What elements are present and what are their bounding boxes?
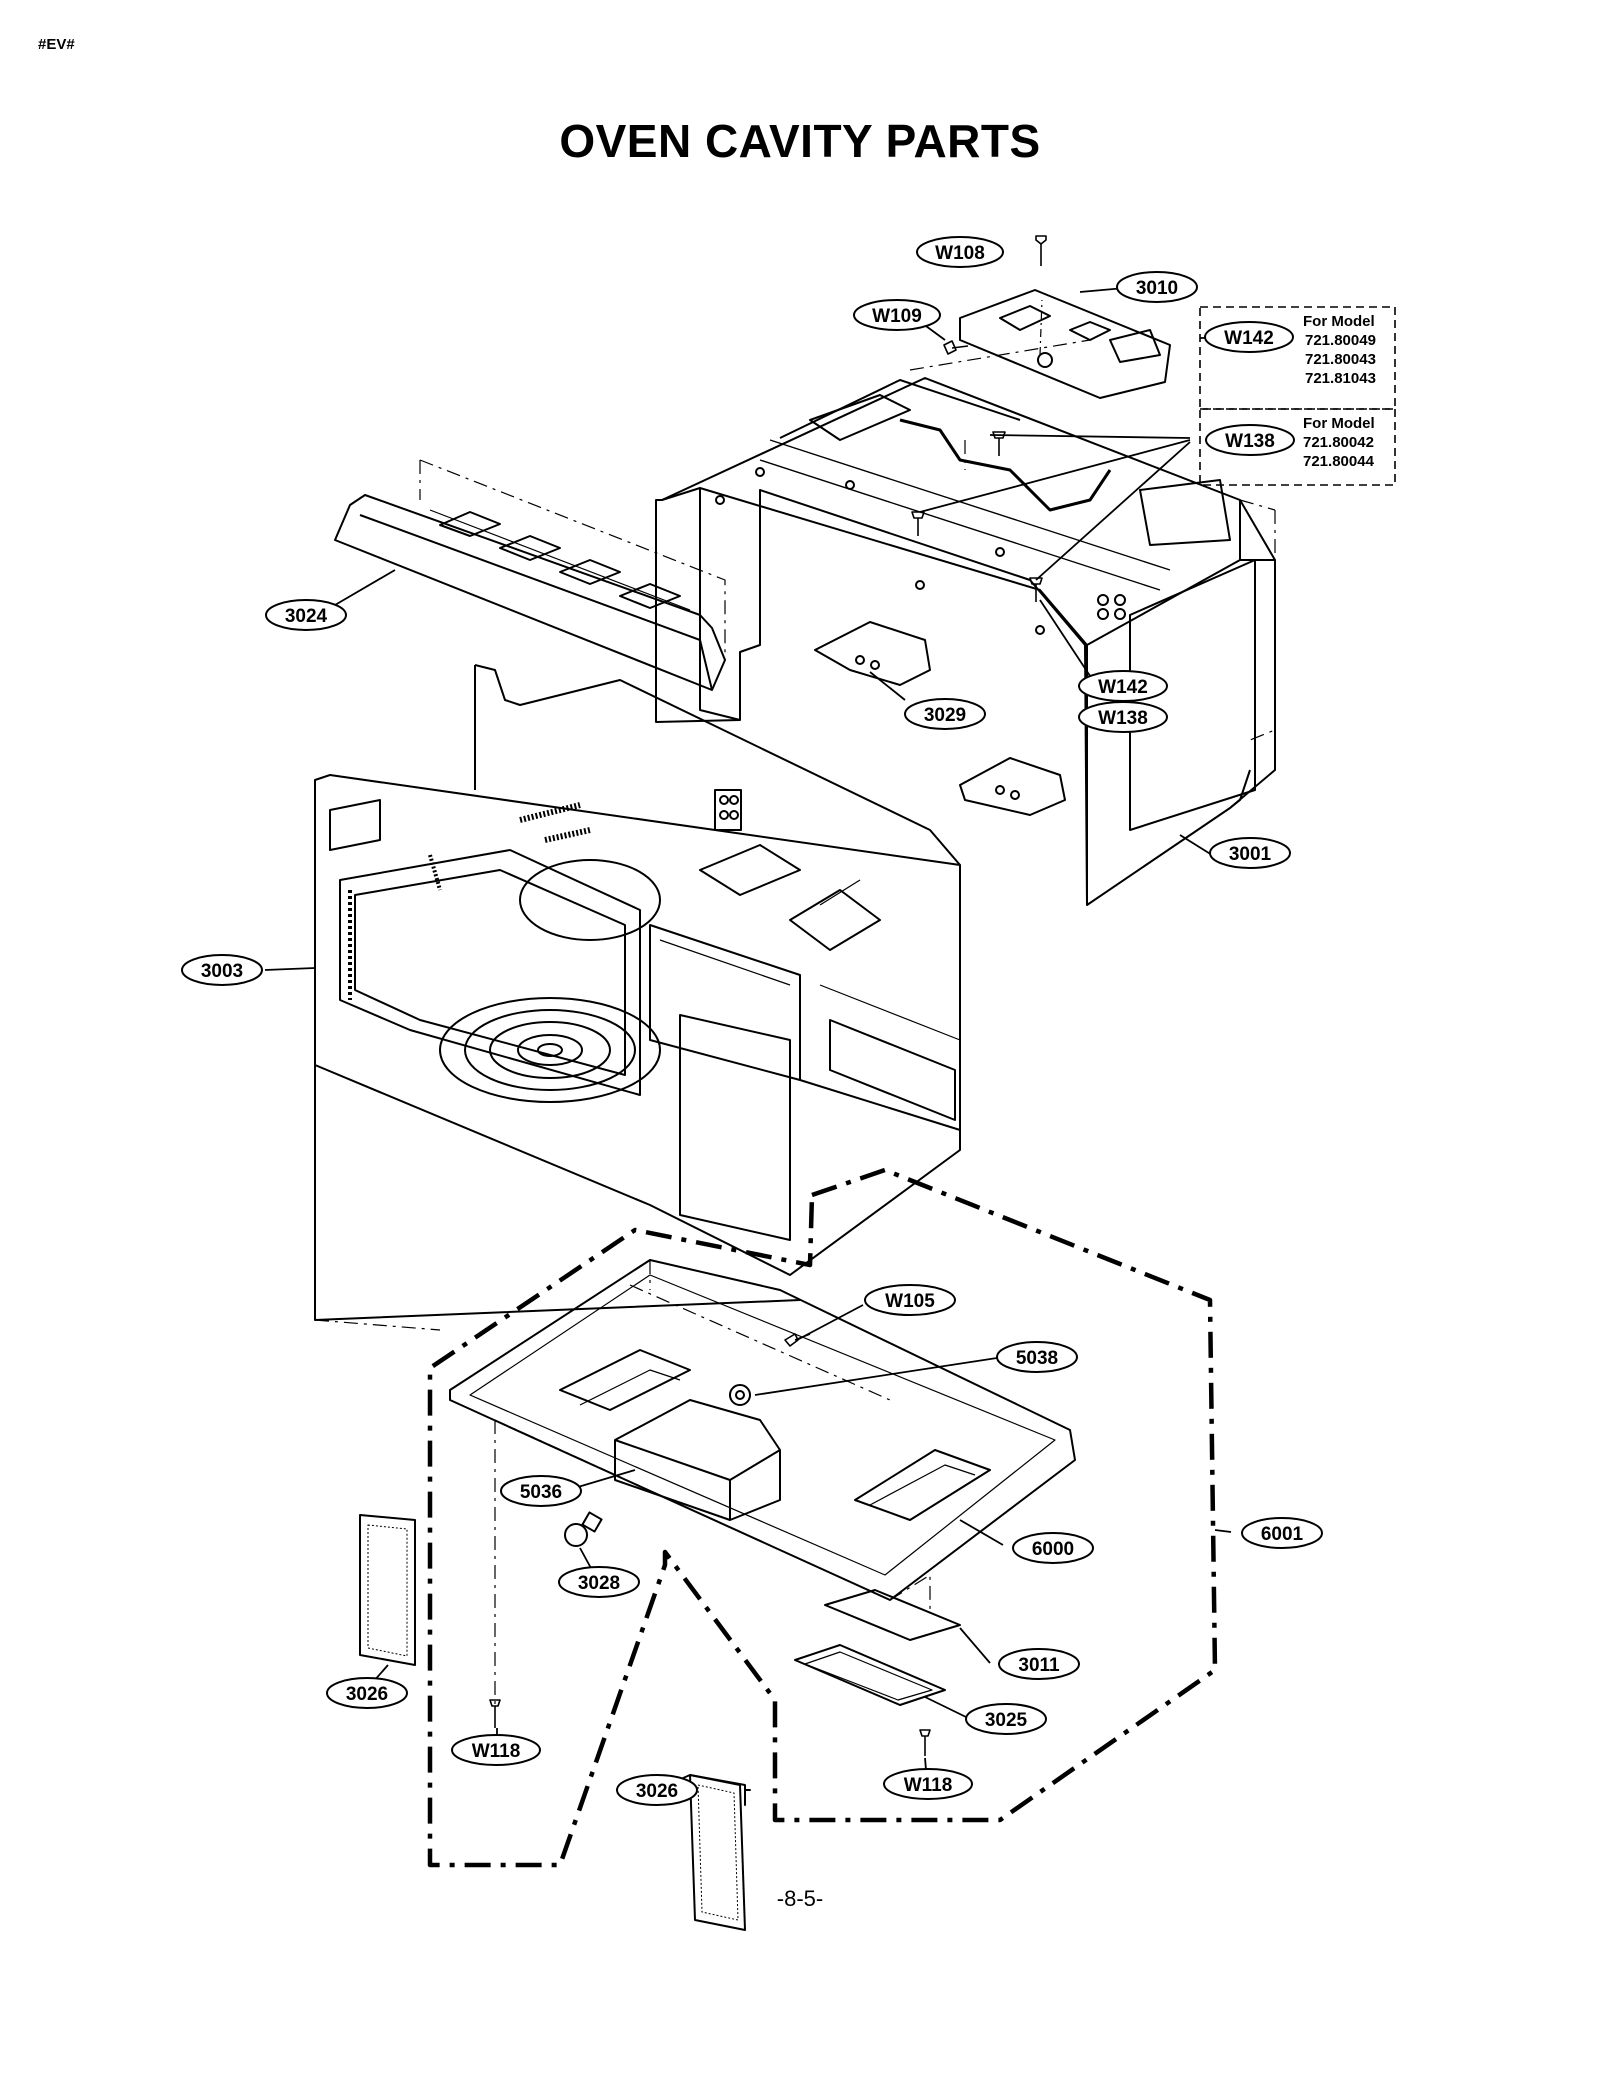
callout-3026-center: 3026 [616,1774,698,1806]
callout-3029-label: 3029 [924,705,966,726]
callout-w118-left: W118 [451,1734,541,1766]
callout-5038-label: 5038 [1016,1348,1058,1369]
screws-w118 [489,1333,931,1756]
model-number: 721.81043 [1305,370,1376,387]
callout-w118-right-label: W118 [904,1775,953,1796]
callout-w105-label: W105 [885,1291,935,1312]
cover-3011 [824,1589,961,1641]
callout-3001-label: 3001 [1229,844,1272,865]
control-panel-trim-3024 [334,459,726,691]
callout-3011: 3011 [998,1648,1080,1680]
callout-3024: 3024 [265,599,347,631]
model-number: 721.80043 [1305,351,1376,368]
callout-6000-label: 6000 [1032,1539,1074,1560]
callout-6001-label: 6001 [1261,1524,1304,1545]
callout-3001: 3001 [1209,837,1291,869]
cover-3025 [794,1644,946,1706]
callout-3011-label: 3011 [1018,1655,1060,1676]
outer-case-3001 [655,377,1276,906]
model-note-heading: For Model [1303,415,1375,432]
callout-w105: W105 [864,1284,956,1316]
callout-w142-top: W142 [1204,321,1294,353]
bracket-3029 [814,621,1066,816]
alignment-lines-cavity [314,1080,441,1331]
model-number: 721.80049 [1305,332,1376,349]
callout-3025: 3025 [965,1703,1047,1735]
model-note-w138: For Model 721.80042 721.80044 [1303,414,1375,471]
callout-6001: 6001 [1241,1517,1323,1549]
callout-3029: 3029 [904,698,986,730]
callout-w138-top: W138 [1205,424,1295,456]
model-number: 721.80044 [1303,453,1374,470]
callout-w138-top-label: W138 [1225,431,1275,452]
callout-5038: 5038 [996,1341,1078,1373]
top-plate-3010 [959,289,1171,399]
filter-3026-left [359,1514,416,1666]
callout-w108: W108 [916,236,1004,268]
callout-3028: 3028 [558,1566,640,1598]
callout-w118-left-label: W118 [472,1741,521,1762]
oven-cavity-3003 [314,664,961,1321]
callout-3010: 3010 [1116,271,1198,303]
model-note-heading: For Model [1303,313,1375,330]
page-number: -8-5- [776,1886,824,1911]
callout-3003: 3003 [181,954,263,986]
callouts: W108 3010 W109 W142 W138 3024 W142 W138 … [181,236,1323,1806]
callout-3024-label: 3024 [285,606,328,627]
callout-w142-top-label: W142 [1224,328,1274,349]
callout-3026-left: 3026 [326,1677,408,1709]
callout-3026-left-label: 3026 [346,1684,388,1705]
callout-3010-label: 3010 [1136,278,1178,299]
callout-6000: 6000 [1012,1532,1094,1564]
callout-w109-label: W109 [872,306,922,327]
callout-w108-label: W108 [935,243,985,264]
leader-lines [264,287,1276,1786]
page-title: OVEN CAVITY PARTS [559,115,1041,167]
callout-w109: W109 [853,299,941,331]
model-number: 721.80042 [1303,434,1374,451]
model-note-w142: For Model 721.80049 721.80043 721.81043 [1303,312,1376,388]
callout-5036: 5036 [500,1475,582,1507]
callout-5036-label: 5036 [520,1482,562,1503]
callout-w138-mid-label: W138 [1098,708,1148,729]
callout-3025-label: 3025 [985,1710,1028,1731]
assembly-outline-6001 [427,1167,1218,1868]
callout-3003-label: 3003 [201,961,243,982]
callout-w138-mid: W138 [1078,701,1168,733]
callout-3026-center-label: 3026 [636,1781,678,1802]
light-bulb-3028 [564,1511,603,1547]
filter-3026-center [689,1774,751,1931]
callout-w142-mid-label: W142 [1098,677,1148,698]
callout-3028-label: 3028 [578,1573,620,1594]
document-code: #EV# [38,36,75,53]
callout-w118-right: W118 [883,1768,973,1800]
callout-w142-mid: W142 [1078,670,1168,702]
